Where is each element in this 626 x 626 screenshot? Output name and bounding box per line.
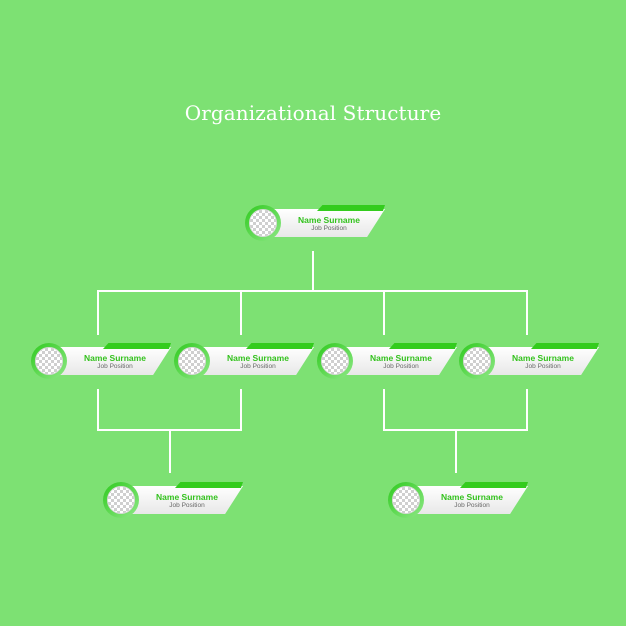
org-node-root: Name Surname Job Position	[245, 205, 385, 245]
placeholder-image-icon	[178, 347, 206, 375]
node-position: Job Position	[97, 363, 133, 370]
node-position: Job Position	[240, 363, 276, 370]
org-node-level2-4: Name Surname Job Position	[459, 343, 599, 383]
chart-title: Organizational Structure	[184, 101, 442, 125]
node-accent-bar	[246, 343, 314, 349]
node-name: Name Surname	[84, 353, 146, 363]
placeholder-image-icon	[463, 347, 491, 375]
node-position: Job Position	[383, 363, 419, 370]
placeholder-image-icon	[249, 209, 277, 237]
placeholder-image-icon	[392, 486, 420, 514]
node-name: Name Surname	[227, 353, 289, 363]
org-node-level2-1: Name Surname Job Position	[31, 343, 171, 383]
placeholder-image-icon	[321, 347, 349, 375]
node-position: Job Position	[311, 225, 347, 232]
node-name: Name Surname	[370, 353, 432, 363]
node-name: Name Surname	[512, 353, 574, 363]
node-accent-bar	[103, 343, 171, 349]
node-position: Job Position	[454, 502, 490, 509]
node-name: Name Surname	[298, 215, 360, 225]
node-accent-bar	[175, 482, 243, 488]
org-node-level2-3: Name Surname Job Position	[317, 343, 457, 383]
node-position: Job Position	[169, 502, 205, 509]
node-accent-bar	[460, 482, 528, 488]
node-accent-bar	[389, 343, 457, 349]
node-accent-bar	[531, 343, 599, 349]
node-position: Job Position	[525, 363, 561, 370]
org-node-level2-2: Name Surname Job Position	[174, 343, 314, 383]
org-node-level3-2: Name Surname Job Position	[388, 482, 528, 522]
node-name: Name Surname	[156, 492, 218, 502]
node-accent-bar	[317, 205, 385, 211]
node-name: Name Surname	[441, 492, 503, 502]
org-node-level3-1: Name Surname Job Position	[103, 482, 243, 522]
placeholder-image-icon	[35, 347, 63, 375]
placeholder-image-icon	[107, 486, 135, 514]
